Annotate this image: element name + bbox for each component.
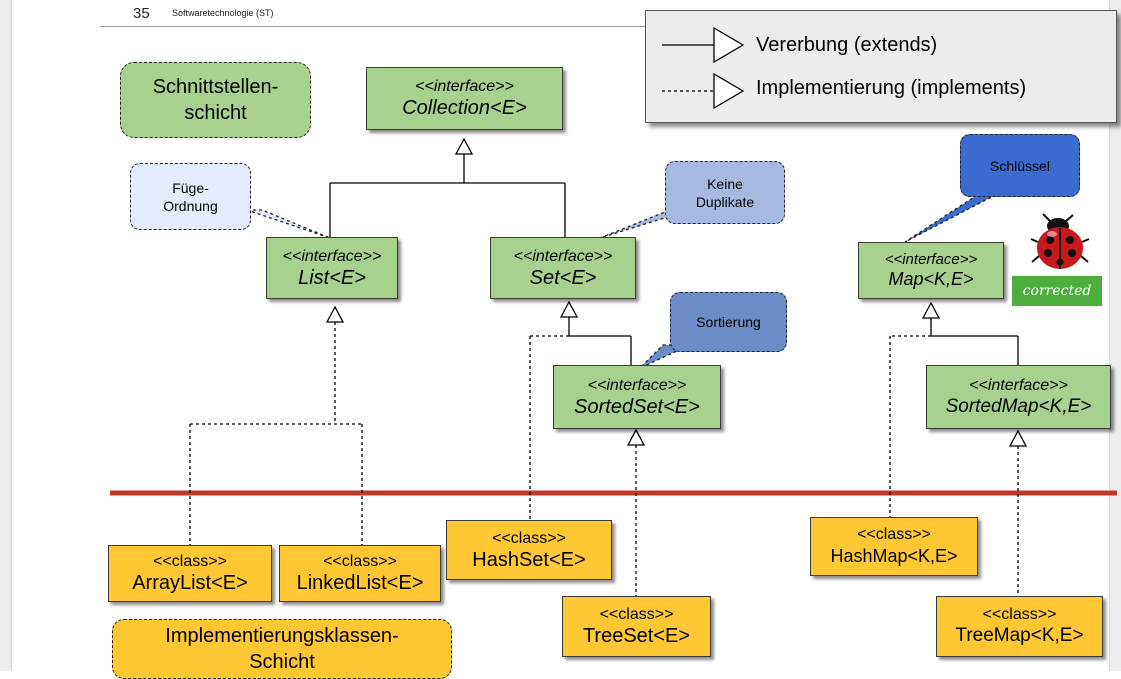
extends-list-set-to-collection: [329, 137, 566, 237]
linkedlist-class: <<class>> LinkedList<E>: [279, 545, 441, 602]
no-duplicates-annotation-text: Keine Duplikate: [695, 175, 755, 210]
corrected-badge: corrected: [1012, 276, 1102, 306]
treeset-stereotype: <<class>>: [599, 606, 674, 623]
set-relations: [529, 300, 632, 520]
hashmap-stereotype: <<class>>: [857, 526, 931, 543]
collection-interface: <<interface>> Collection<E>: [366, 67, 563, 130]
implements-sortedset: [626, 428, 646, 596]
treemap-class: <<class>> TreeMap<K,E>: [936, 596, 1103, 657]
map-stereotype: <<interface>>: [884, 251, 978, 268]
course-title: Softwaretechnologie (ST): [172, 8, 274, 18]
key-annotation: Schlüssel: [960, 134, 1080, 197]
sortedmap-interface: <<interface>> SortedMap<K,E>: [926, 365, 1111, 429]
implements-list: [189, 305, 363, 545]
legend: Vererbung (extends) Implementierung (imp…: [645, 10, 1117, 123]
treeset-class: <<class>> TreeSet<E>: [562, 596, 711, 657]
order-annotation-text: Füge- Ordnung: [163, 179, 218, 214]
treemap-stereotype: <<class>>: [982, 606, 1057, 623]
interface-layer-label: Schnittstellen- schicht: [120, 62, 311, 138]
treemap-name: TreeMap<K,E>: [955, 625, 1084, 646]
arraylist-class: <<class>> ArrayList<E>: [108, 545, 272, 602]
treeset-name: TreeSet<E>: [582, 625, 691, 647]
map-interface: <<interface>> Map<K,E>: [858, 242, 1004, 299]
ladybug-icon: [1030, 213, 1090, 269]
header-rule: [100, 26, 645, 27]
sortedmap-name: SortedMap<K,E>: [945, 395, 1092, 417]
arraylist-name: ArrayList<E>: [132, 572, 248, 594]
corrected-badge-text: corrected: [1022, 283, 1092, 299]
collection-stereotype: <<interface>>: [415, 78, 514, 95]
linkedlist-name: LinkedList<E>: [296, 572, 424, 594]
sortedset-stereotype: <<interface>>: [587, 376, 687, 394]
sortedmap-stereotype: <<interface>>: [969, 376, 1068, 394]
key-bubble-pointer: [904, 189, 1006, 243]
implements-sortedmap: [1008, 429, 1028, 596]
implementation-layer-text: Implementierungsklassen- Schicht: [165, 625, 399, 673]
set-interface: <<interface>> Set<E>: [490, 237, 636, 299]
linkedlist-stereotype: <<class>>: [323, 553, 397, 570]
slide-number: 35: [133, 5, 150, 22]
arraylist-stereotype: <<class>>: [153, 553, 227, 570]
hashset-class: <<class>> HashSet<E>: [446, 520, 612, 580]
right-margin-strip: [1109, 0, 1121, 671]
sorting-annotation: Sortierung: [670, 292, 787, 352]
order-bubble-pointer: [246, 209, 331, 239]
map-name: Map<K,E>: [888, 269, 974, 289]
left-margin-strip: [0, 0, 12, 671]
list-name: List<E>: [298, 266, 366, 289]
legend-symbols: [662, 26, 745, 110]
hashmap-class: <<class>> HashMap<K,E>: [810, 517, 978, 576]
order-annotation: Füge- Ordnung: [130, 163, 251, 230]
interface-layer-text: Schnittstellen- schicht: [152, 76, 279, 124]
list-interface: <<interface>> List<E>: [266, 237, 398, 299]
collection-name: Collection<E>: [402, 97, 527, 119]
key-annotation-text: Schlüssel: [990, 157, 1050, 174]
map-relations: [889, 301, 1019, 517]
legend-implements-label: Implementierung (implements): [756, 77, 1027, 99]
sorting-annotation-text: Sortierung: [696, 314, 761, 330]
list-stereotype: <<interface>>: [282, 247, 382, 265]
hashset-stereotype: <<class>>: [492, 529, 566, 547]
legend-extends-label: Vererbung (extends): [756, 34, 938, 56]
implementation-layer-label: Implementierungsklassen- Schicht: [112, 619, 452, 679]
hashset-name: HashSet<E>: [472, 548, 586, 571]
no-duplicates-annotation: Keine Duplikate: [665, 161, 785, 224]
set-name: Set<E>: [529, 266, 597, 289]
sortedset-name: SortedSet<E>: [574, 395, 700, 418]
set-stereotype: <<interface>>: [513, 247, 613, 265]
hashmap-name: HashMap<K,E>: [830, 546, 958, 566]
sortedset-interface: <<interface>> SortedSet<E>: [553, 365, 721, 429]
